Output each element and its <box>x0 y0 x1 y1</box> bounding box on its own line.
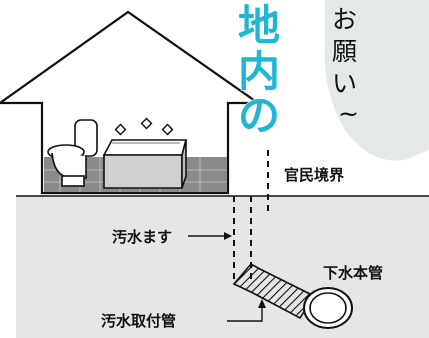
pipe-arrowhead <box>258 299 266 308</box>
speech-bubble <box>325 0 429 161</box>
masu-arrowhead <box>224 232 232 240</box>
sewer-main-inner <box>309 292 347 324</box>
title-char: 内 <box>238 47 280 96</box>
pipe-label: 汚水取付管 <box>101 312 176 330</box>
masu-chamber <box>233 196 252 284</box>
toilet-icon <box>47 119 98 187</box>
bubble-char: ~ <box>338 99 359 128</box>
masu-label: 汚水ます <box>112 228 172 246</box>
main-label: 下水本管 <box>323 264 383 282</box>
bubble-char: お <box>332 5 357 34</box>
title-char: の <box>238 91 280 140</box>
pipe-leader <box>227 306 263 322</box>
steam-icon <box>114 117 174 136</box>
boundary-label: 官民境界 <box>284 166 344 184</box>
bubble-char: 願 <box>332 37 357 66</box>
title-char: 地 <box>238 1 280 50</box>
bathtub-icon <box>102 139 188 189</box>
ground-area <box>16 196 429 338</box>
bubble-char: い <box>332 69 357 98</box>
